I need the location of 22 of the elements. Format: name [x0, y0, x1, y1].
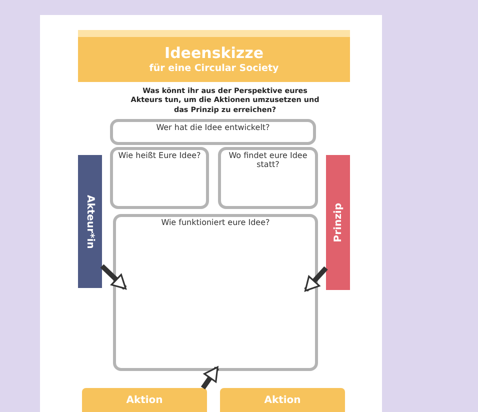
heading: Aktion [264, 394, 301, 406]
arrow [200, 366, 220, 390]
answer-box [218, 147, 318, 209]
arrow [304, 266, 328, 292]
answer-box [110, 119, 316, 145]
action-tab [82, 388, 207, 412]
answer-box [110, 147, 209, 209]
heading: Wie heißt Eure Idee? [118, 151, 201, 160]
heading: Akteur*in [84, 194, 96, 248]
arrow [100, 264, 127, 290]
actor-tab [78, 155, 102, 288]
header-band [78, 30, 350, 82]
heading: Aktion [126, 394, 163, 406]
heading: Wer hat die Idee entwickelt? [156, 123, 270, 132]
heading: Wie funktioniert eure Idee? [161, 218, 270, 227]
answer-box [113, 214, 318, 371]
action-tab [220, 388, 345, 412]
heading: Ideenskizze [164, 44, 264, 63]
heading: Wo findet eure Idee statt? [228, 151, 308, 169]
heading: Prinzip [332, 202, 344, 242]
principle-tab [326, 155, 350, 290]
subheading: für eine Circular Society [149, 62, 279, 75]
